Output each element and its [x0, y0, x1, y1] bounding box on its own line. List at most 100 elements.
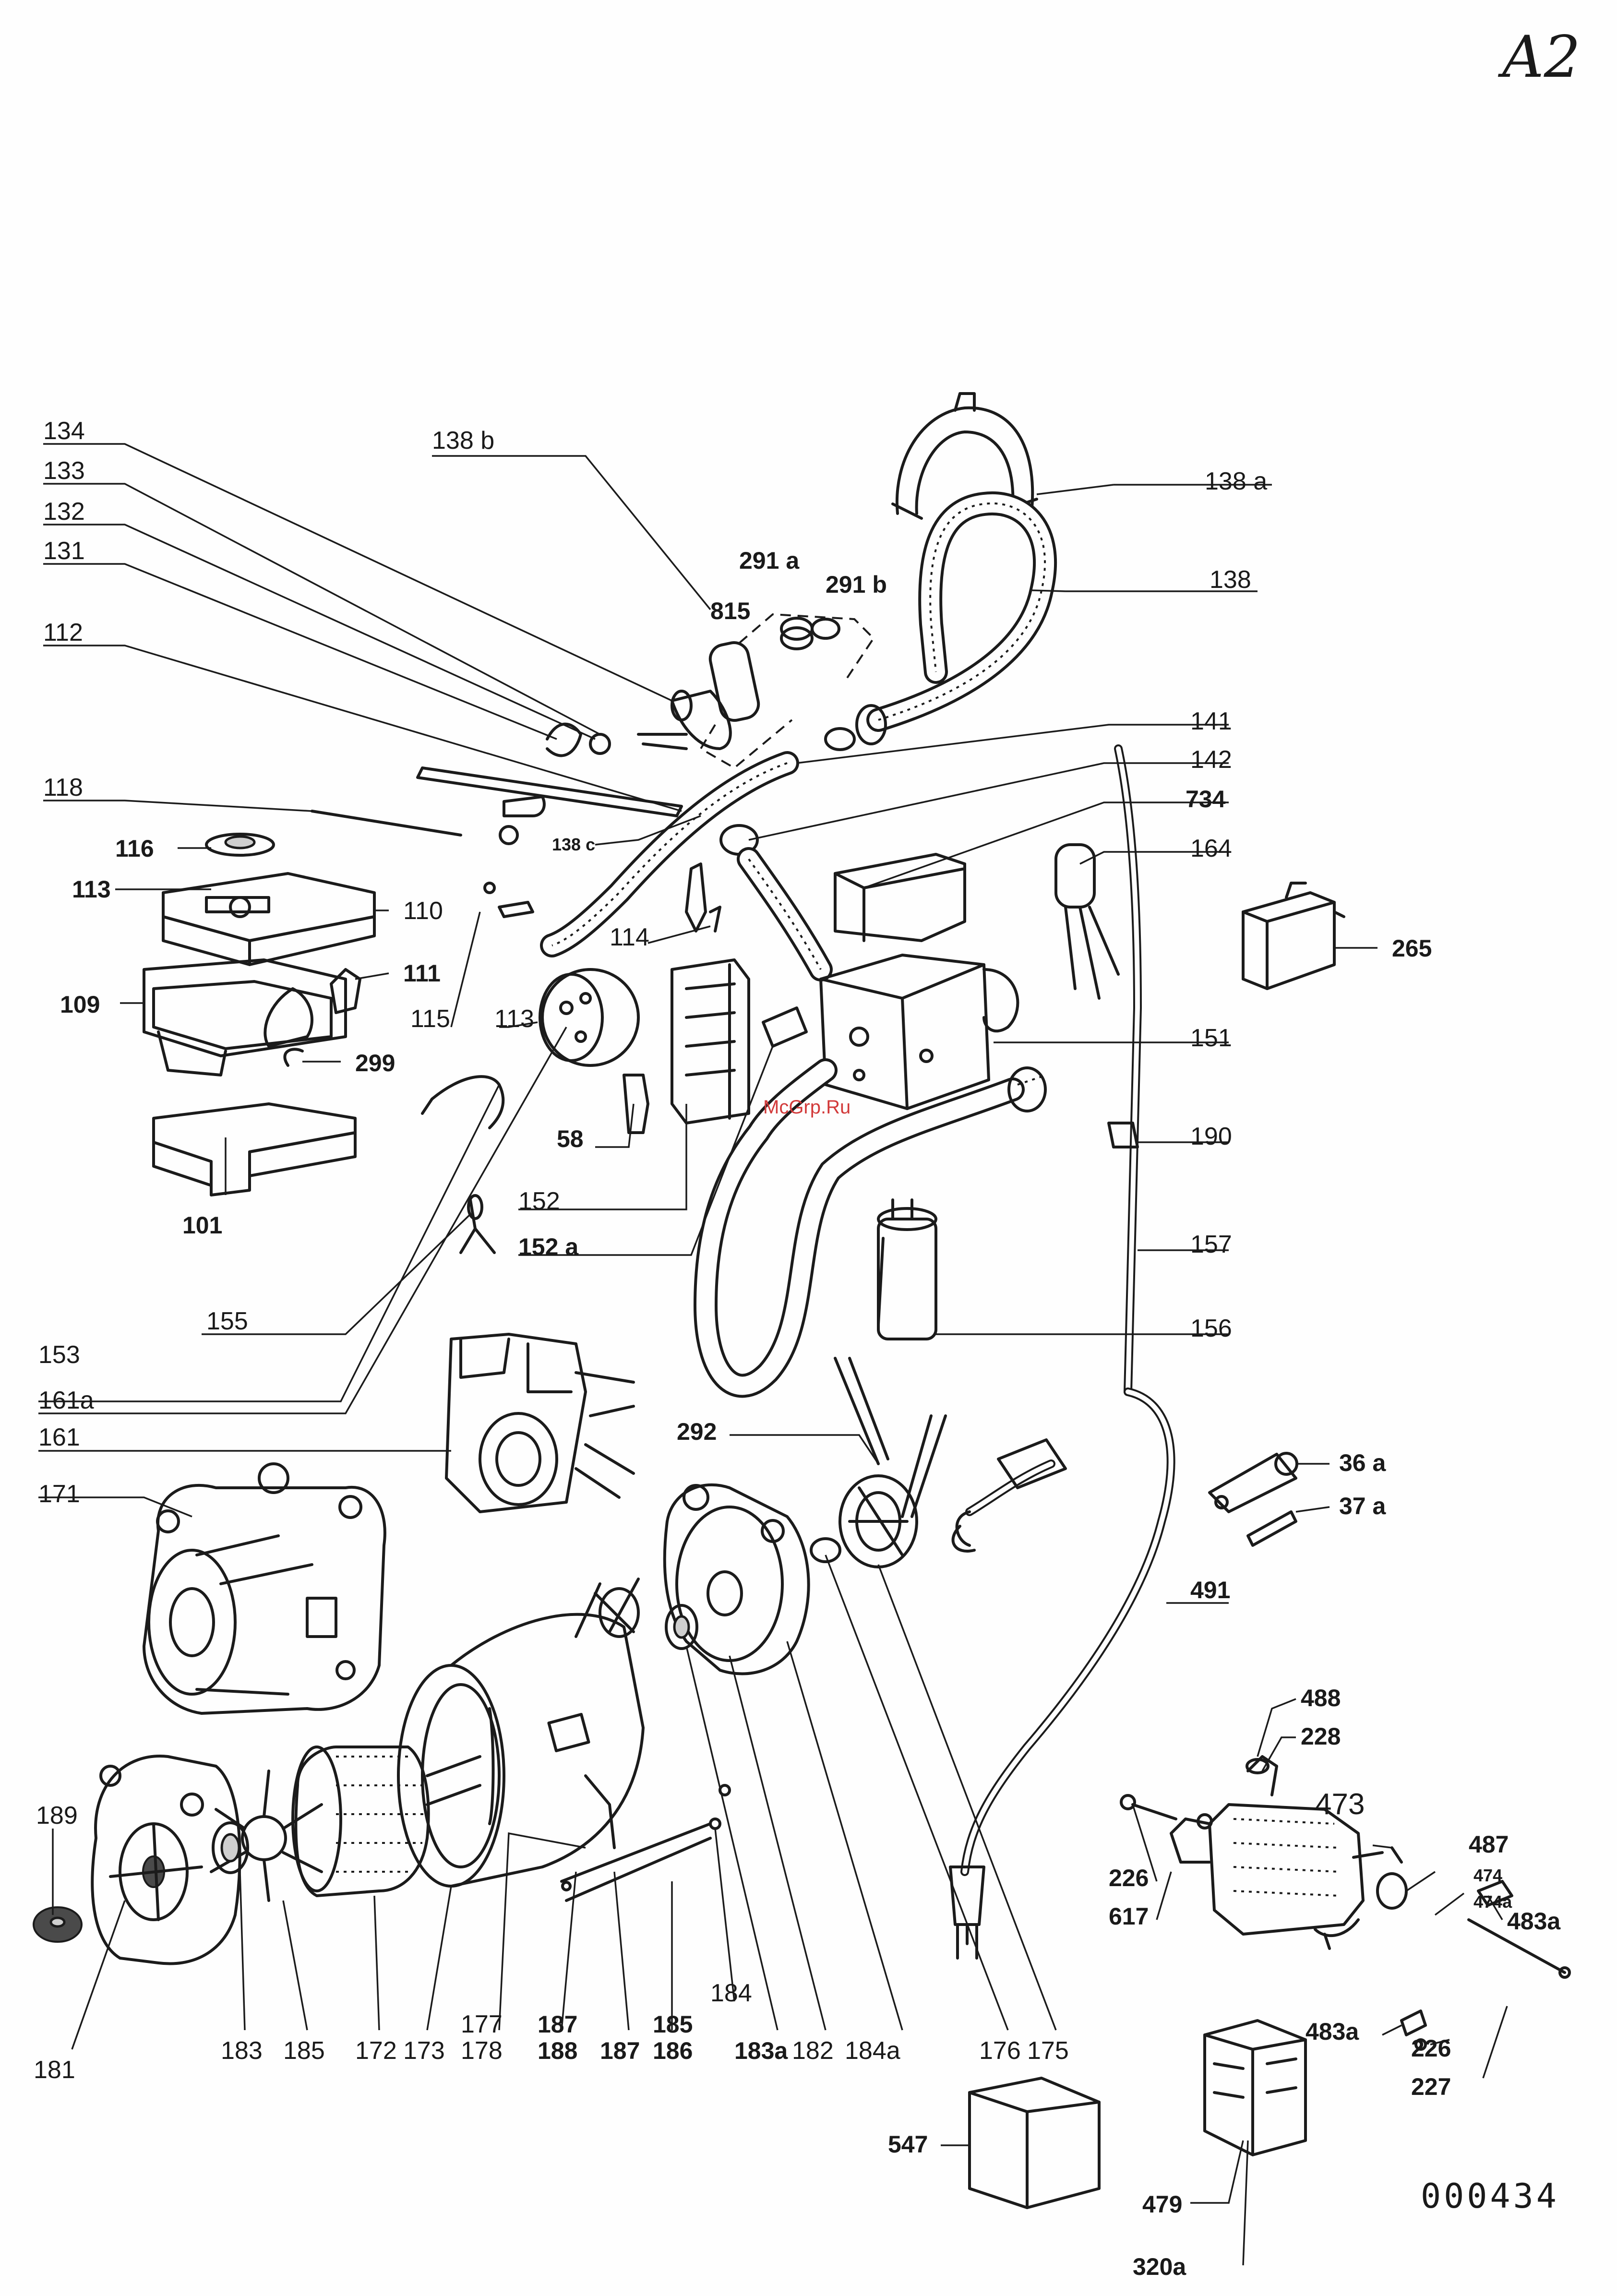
label-134: 134	[43, 417, 85, 445]
relay-265	[1242, 882, 1345, 990]
label-190: 190	[1190, 1123, 1232, 1150]
label-133: 133	[43, 457, 85, 485]
watermark: McGrp.Ru	[763, 1097, 850, 1118]
label-153: 153	[38, 1341, 80, 1369]
label-320a: 320a	[1133, 2253, 1186, 2280]
fuse-37a	[1246, 1510, 1297, 1547]
label-109: 109	[60, 991, 100, 1018]
capacitor-156	[877, 1198, 937, 1340]
label-37a: 37 a	[1339, 1493, 1387, 1519]
label-118: 118	[43, 774, 83, 801]
timer-cover-734	[834, 853, 966, 942]
label-175: 175	[1027, 2037, 1069, 2065]
lever-114b	[709, 906, 721, 933]
label-184a: 184a	[845, 2037, 900, 2065]
label-185-front: 185	[283, 2037, 325, 2065]
switch-block-152	[623, 958, 808, 1134]
programme-knob	[483, 882, 640, 1067]
terminal-block-479	[1203, 2019, 1307, 2156]
power-cord-491	[949, 1387, 1175, 1960]
fuse-holder-36a	[1208, 1452, 1298, 1513]
pressure-hose-141	[719, 824, 833, 981]
label-173: 173	[403, 2037, 445, 2065]
rotor-172	[291, 1746, 481, 1897]
spring-118-line	[311, 810, 462, 837]
label-491: 491	[1190, 1577, 1230, 1603]
label-161: 161	[38, 1423, 80, 1451]
label-226-left: 226	[1109, 1865, 1149, 1891]
label-114: 114	[610, 923, 649, 951]
label-487: 487	[1469, 1831, 1509, 1858]
label-141: 141	[1190, 707, 1232, 735]
label-547: 547	[888, 2131, 928, 2158]
label-113-knob: 113	[494, 1005, 534, 1033]
label-184: 184	[710, 1979, 752, 2007]
label-157: 157	[1190, 1231, 1232, 1258]
label-292: 292	[677, 1418, 717, 1445]
drain-hose-loop	[693, 1058, 1047, 1398]
label-152: 152	[518, 1187, 560, 1215]
label-181: 181	[34, 2056, 75, 2084]
drive-belt-292	[834, 1357, 947, 1518]
label-188: 188	[538, 2037, 577, 2064]
label-291a: 291 a	[739, 547, 800, 574]
bearing-183	[212, 1821, 249, 1874]
label-187-top: 187	[538, 2011, 577, 2038]
label-189: 189	[36, 1802, 78, 1830]
motor-housing-171	[143, 1462, 386, 1715]
label-186: 186	[653, 2037, 693, 2064]
label-479: 479	[1142, 2191, 1182, 2218]
label-132: 132	[43, 498, 85, 526]
label-185-rear: 185	[653, 2011, 693, 2038]
label-111: 111	[403, 960, 441, 987]
label-483a-right: 483a	[1507, 1908, 1561, 1935]
bearing-183a	[665, 1604, 698, 1650]
label-112: 112	[43, 619, 83, 646]
bearing-183a-bore	[673, 1615, 690, 1639]
label-177: 177	[461, 2010, 503, 2038]
end-shield-181	[91, 1755, 241, 1965]
label-291b: 291 b	[826, 571, 887, 598]
end-shield-184a	[663, 1483, 810, 1675]
label-156: 156	[1190, 1315, 1232, 1342]
label-815: 815	[710, 598, 750, 624]
programme-timer-151	[819, 954, 1019, 1110]
suppressor-164	[1054, 843, 1120, 1000]
inlet-valve-assembly	[416, 690, 799, 957]
label-101: 101	[182, 1212, 222, 1239]
pulley-175	[810, 1474, 918, 1568]
label-164: 164	[1190, 835, 1232, 862]
label-299: 299	[355, 1050, 395, 1076]
detergent-dispenser	[143, 833, 376, 1076]
label-227: 227	[1411, 2073, 1451, 2100]
label-151: 151	[1190, 1024, 1232, 1052]
label-488: 488	[1301, 1685, 1341, 1711]
label-474a: 474a	[1473, 1892, 1512, 1912]
label-617: 617	[1109, 1903, 1149, 1930]
label-187-mid: 187	[600, 2037, 640, 2064]
sensor-wire-153	[421, 1075, 505, 1254]
label-734: 734	[1186, 786, 1226, 813]
label-138b: 138 b	[432, 427, 494, 454]
bearing-183-bore	[220, 1833, 240, 1863]
label-58: 58	[557, 1125, 584, 1152]
label-36a: 36 a	[1339, 1449, 1387, 1476]
label-131: 131	[43, 537, 85, 565]
label-178: 178	[461, 2037, 503, 2065]
drain-pump-473	[1120, 1755, 1571, 2051]
fan-blades-rear	[575, 1578, 640, 1638]
dispenser-tray-101	[152, 1102, 357, 1196]
label-115: 115	[410, 1005, 450, 1033]
label-138a: 138 a	[1205, 467, 1267, 495]
label-228: 228	[1301, 1723, 1341, 1750]
label-176: 176	[979, 2037, 1021, 2065]
label-155: 155	[206, 1307, 248, 1335]
label-226-lower: 226	[1411, 2035, 1451, 2062]
label-138c: 138 c	[552, 835, 595, 854]
wiring-harness-157	[1107, 744, 1142, 1396]
rear-fan-hub	[599, 1587, 640, 1638]
label-152a: 152 a	[518, 1233, 579, 1260]
label-138: 138	[1210, 566, 1251, 594]
label-142: 142	[1190, 746, 1232, 774]
